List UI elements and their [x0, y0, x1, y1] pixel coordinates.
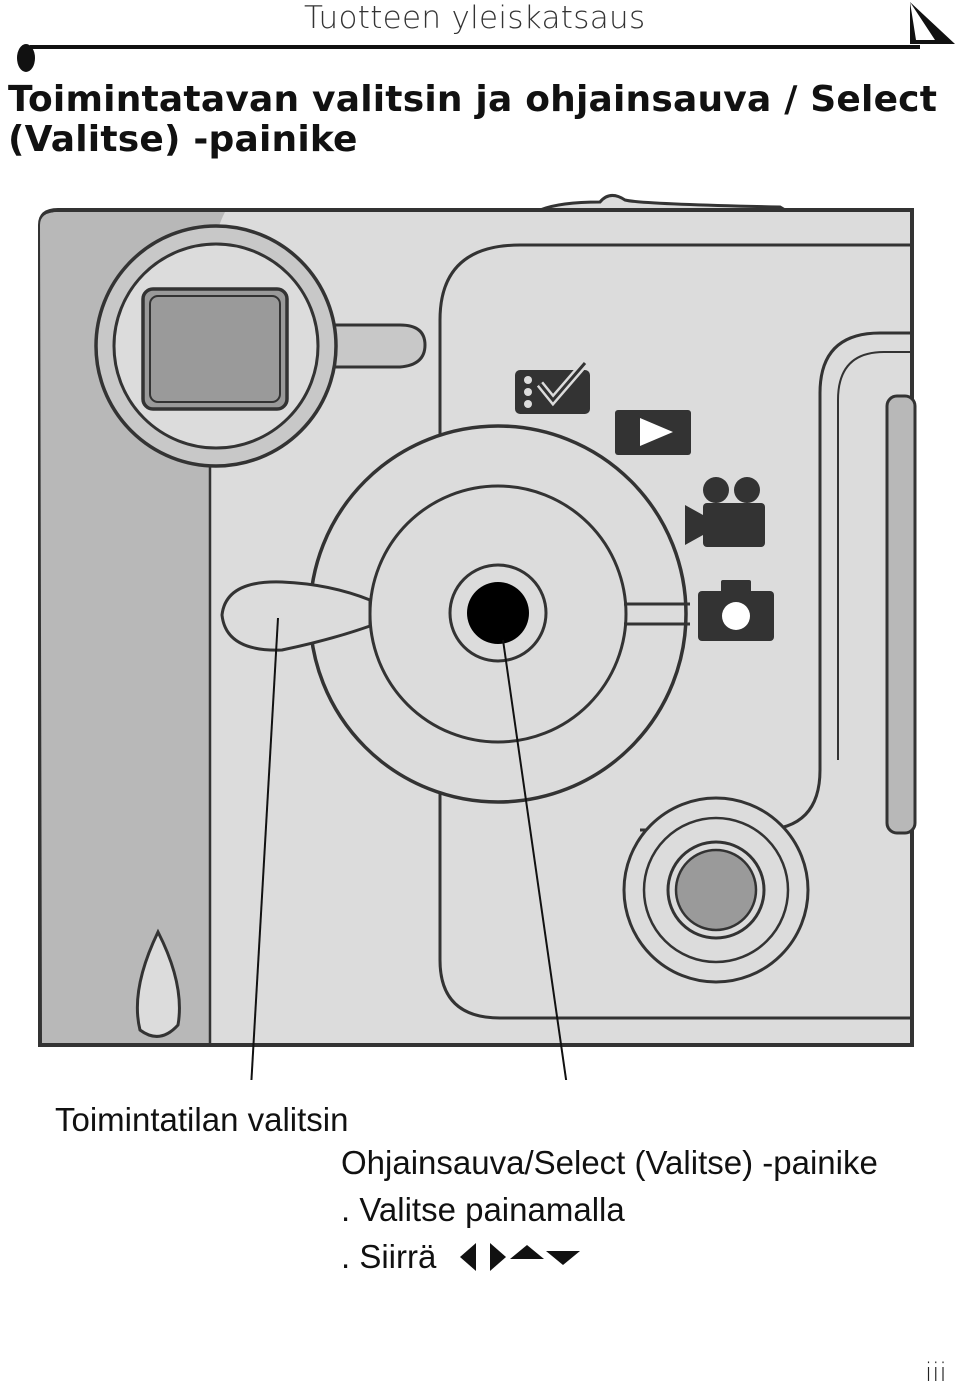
arrow-right-icon — [490, 1243, 506, 1271]
press-to-select-text: . Valitse painamalla — [341, 1191, 625, 1228]
arrow-up-icon — [510, 1245, 544, 1259]
direction-arrows — [460, 1243, 580, 1271]
page-number: iii — [925, 1358, 947, 1388]
video-icon — [685, 477, 765, 547]
camera-back-illustration — [38, 194, 917, 1080]
header-rule — [17, 2, 955, 72]
arrow-left-icon — [460, 1243, 476, 1271]
page-header: Tuotteen yleiskatsaus — [0, 0, 960, 72]
joystick-label: Ohjainsauva/Select (Valitse) -painike — [341, 1144, 878, 1181]
mode-dial-label: Toimintatilan valitsin — [55, 1101, 349, 1138]
section-title: Toimintatavan valitsin ja ohjainsauva / … — [8, 79, 938, 160]
review-icon — [615, 410, 691, 455]
header-title: Tuotteen yleiskatsaus — [304, 0, 646, 36]
camera-icon — [698, 580, 774, 641]
setup-icon — [515, 360, 590, 414]
move-text: . Siirrä — [341, 1238, 437, 1275]
arrow-down-icon — [546, 1251, 580, 1265]
